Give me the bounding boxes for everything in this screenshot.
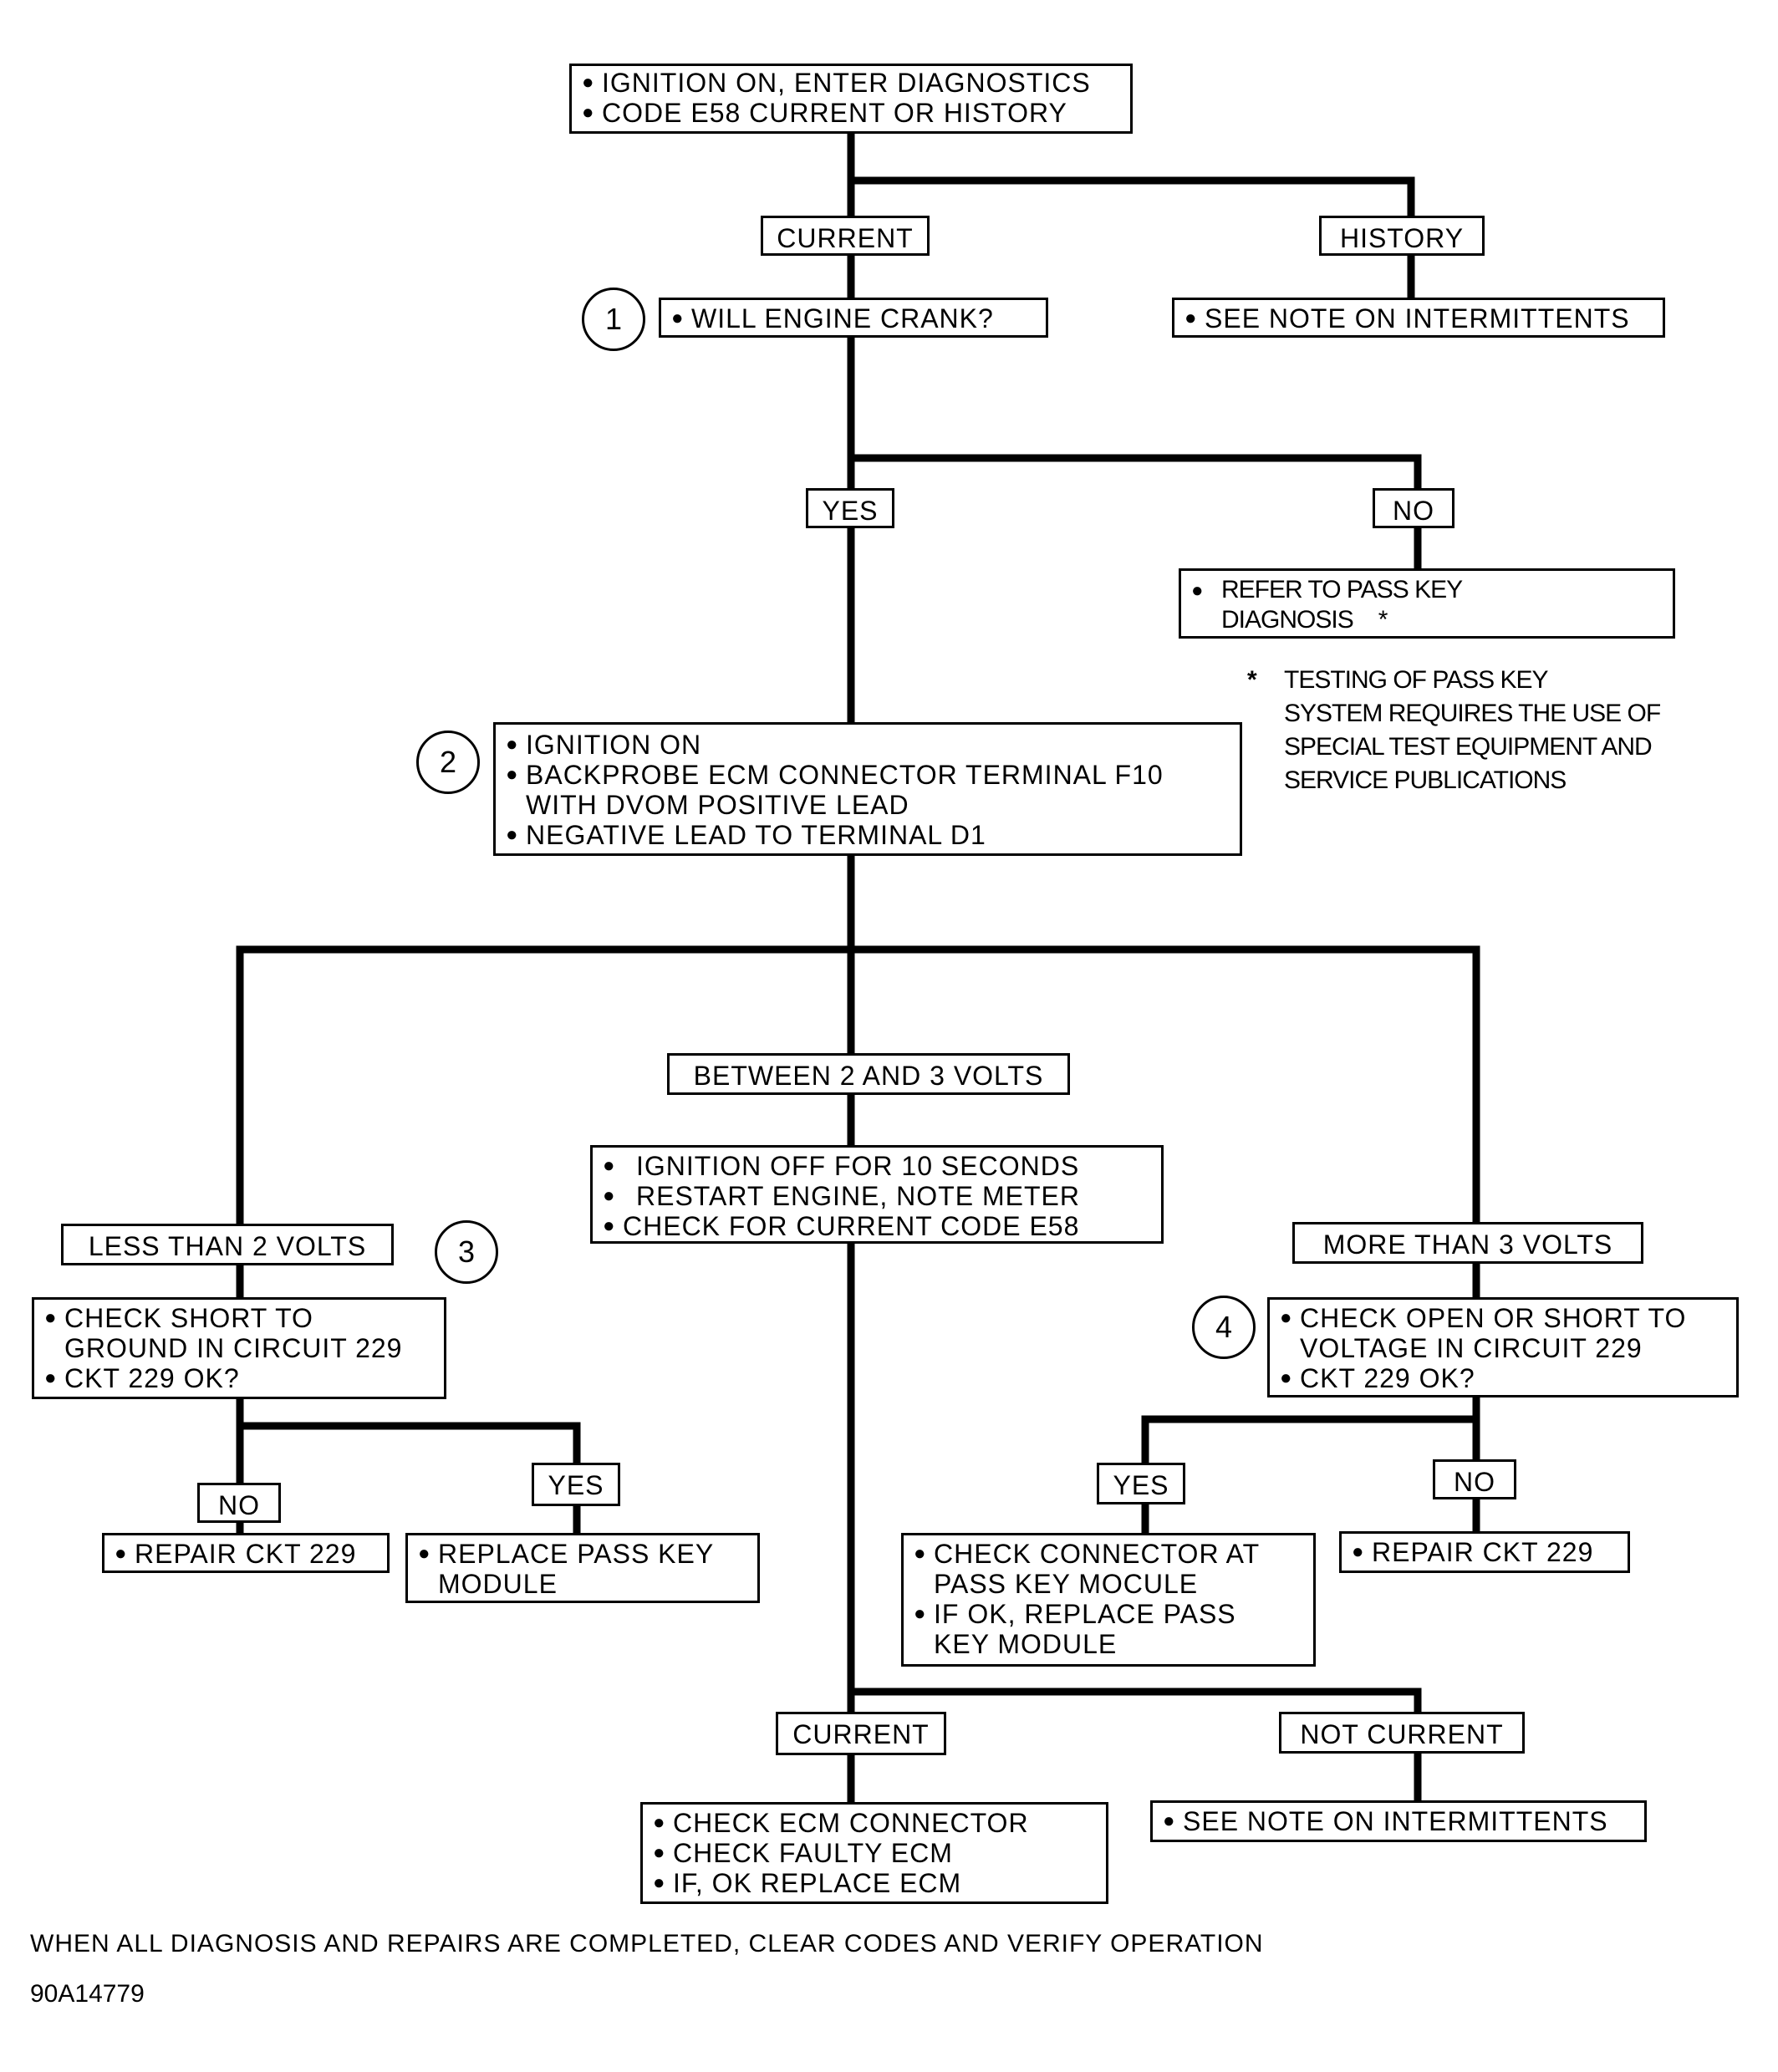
current-label: CURRENT — [776, 1712, 946, 1755]
less-than-label: LESS THAN 2 VOLTS — [61, 1224, 394, 1265]
figure-id: 90A14779 — [30, 1980, 145, 2008]
step-3-box: ●CHECK SHORT TO GROUND IN CIRCUIT 229 ●C… — [32, 1297, 446, 1399]
note-asterisk: * — [1247, 666, 1257, 694]
left-repair-box: ●REPAIR CKT 229 — [102, 1533, 390, 1573]
between-action-box: ●IGNITION OFF FOR 10 SECONDS ●RESTART EN… — [590, 1145, 1164, 1244]
start-box: ●IGNITION ON, ENTER DIAGNOSTICS ●CODE E5… — [569, 64, 1133, 134]
start-line-2: ●CODE E58 CURRENT OR HISTORY — [582, 98, 1067, 128]
pass-key-box: ●REFER TO PASS KEY DIAGNOSIS* — [1179, 568, 1675, 639]
step-2-box: ●IGNITION ON ●BACKPROBE ECM CONNECTOR TE… — [493, 722, 1242, 856]
ecm-box: ●CHECK ECM CONNECTOR ●CHECK FAULTY ECM ●… — [640, 1802, 1108, 1904]
crank-no-label: NO — [1373, 488, 1454, 528]
step-3-marker: 3 — [435, 1220, 498, 1284]
step-4-box: ●CHECK OPEN OR SHORT TO VOLTAGE IN CIRCU… — [1267, 1297, 1739, 1397]
left-replace-box: ●REPLACE PASS KEY MODULE — [405, 1533, 760, 1603]
more-than-label: MORE THAN 3 VOLTS — [1292, 1222, 1643, 1264]
step-1-box: ●WILL ENGINE CRANK? — [659, 298, 1048, 338]
left-no-label: NO — [197, 1483, 281, 1523]
right-check-box: ●CHECK CONNECTOR AT PASS KEY MOCULE ●IF … — [901, 1533, 1316, 1667]
right-no-label: NO — [1433, 1459, 1516, 1499]
left-yes-label: YES — [532, 1463, 620, 1506]
asterisk-mark: * — [1378, 606, 1388, 634]
footer-instruction: WHEN ALL DIAGNOSIS AND REPAIRS ARE COMPL… — [30, 1930, 1264, 1957]
branch-current-top: CURRENT — [761, 216, 930, 256]
pass-key-note: *TESTING OF PASS KEY SYSTEM REQUIRES THE… — [1247, 664, 1661, 797]
not-current-result-box: ●SEE NOTE ON INTERMITTENTS — [1150, 1800, 1647, 1842]
between-volts-label: BETWEEN 2 AND 3 VOLTS — [667, 1053, 1070, 1095]
step-2-marker: 2 — [416, 731, 480, 794]
start-line-1: ●IGNITION ON, ENTER DIAGNOSTICS — [582, 68, 1091, 98]
step-1-marker: 1 — [582, 288, 645, 351]
right-yes-label: YES — [1097, 1463, 1185, 1504]
not-current-label: NOT CURRENT — [1279, 1712, 1525, 1754]
step-4-marker: 4 — [1192, 1296, 1256, 1359]
history-result-box: ●SEE NOTE ON INTERMITTENTS — [1172, 298, 1665, 338]
right-repair-box: ●REPAIR CKT 229 — [1339, 1531, 1630, 1573]
crank-yes-label: YES — [806, 488, 894, 528]
branch-history-top: HISTORY — [1319, 216, 1485, 256]
